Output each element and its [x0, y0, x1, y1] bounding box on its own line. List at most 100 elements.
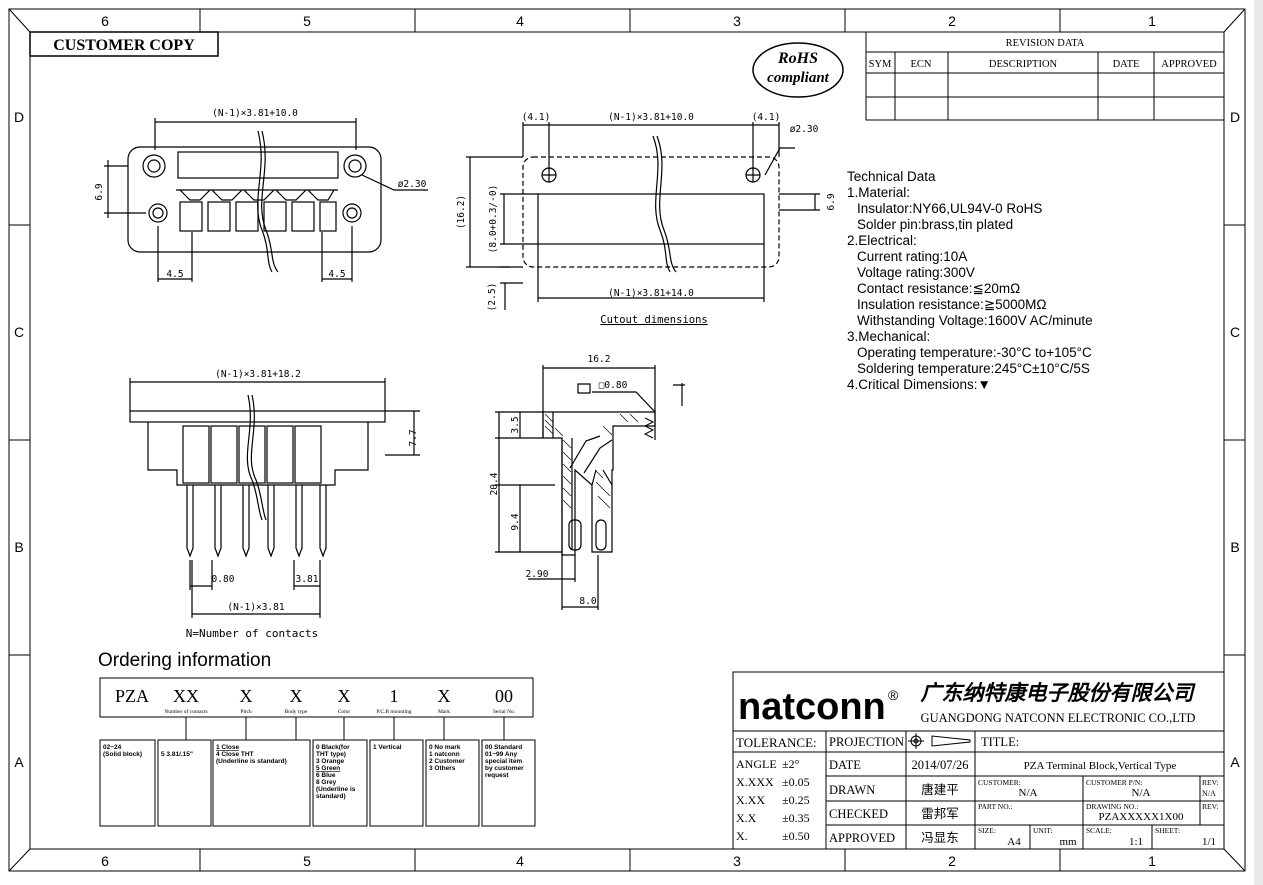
frame-row-left-1: D — [14, 109, 24, 125]
rohs-line2: compliant — [767, 70, 830, 86]
tech-line: Contact resistance:≦20mΩ — [857, 281, 1020, 296]
title-value: PZA Terminal Block,Vertical Type — [1024, 760, 1177, 772]
section-dim-square: □0.80 — [599, 380, 628, 391]
section-dim-width: 16.2 — [588, 354, 611, 365]
cutout-dim-bottom: (N-1)×3.81+14.0 — [608, 288, 694, 299]
ordering-code-mark: X — [438, 686, 451, 706]
ordering-code-body: X — [290, 686, 303, 706]
ordering-code-pitch: X — [240, 686, 253, 706]
tech-line: 4.Critical Dimensions:▼ — [847, 377, 991, 392]
side-dim-height: 7.7 — [408, 429, 419, 446]
customer-value: N/A — [1019, 787, 1038, 799]
checked-label: CHECKED — [829, 807, 888, 821]
vertical-scrollbar[interactable] — [1254, 0, 1263, 885]
frame-col-top-2: 5 — [303, 13, 311, 29]
ordering-option: standard) — [316, 793, 346, 800]
cutout-dim-top: (N-1)×3.81+10.0 — [608, 112, 694, 123]
tech-line: Soldering temperature:245°C±10°C/5S — [857, 361, 1090, 376]
tech-line: 2.Electrical: — [847, 233, 917, 248]
tolerance-label: X.X — [736, 811, 757, 825]
date-label: DATE — [829, 758, 861, 772]
front-view: (N-1)×3.81+10.0 6.9 ø2.30 4.5 4.5 — [94, 108, 428, 282]
sheet-label: SHEET: — [1155, 826, 1180, 835]
cutout-dim-top-right: (4.1) — [752, 112, 781, 123]
date-value: 2014/07/26 — [912, 758, 969, 772]
ordering-caption: Number of contacts — [164, 708, 207, 715]
tech-line: 1.Material: — [847, 185, 910, 200]
tech-line: Insulation resistance:≧5000MΩ — [857, 297, 1047, 312]
title-label: TITLE: — [981, 735, 1019, 749]
customer-pn-value: N/A — [1132, 787, 1151, 799]
ordering-caption: Body type — [285, 709, 308, 715]
revision-header-date: DATE — [1113, 59, 1140, 70]
part-no-label: PART NO.: — [978, 802, 1013, 811]
ordering-option: 01~99 Any — [485, 751, 517, 758]
frame-row-right-2: C — [1230, 324, 1240, 340]
front-dim-right: 4.5 — [328, 269, 345, 280]
tech-line: Technical Data — [847, 169, 936, 184]
frame-col-bottom-5: 2 — [948, 853, 956, 869]
ordering-code-serial: 00 — [495, 686, 513, 706]
frame-col-top-1: 6 — [101, 13, 109, 29]
section-view: 16.2 □0.80 3.5 20.4 9.4 2.90 8.0 — [489, 354, 685, 610]
ordering-code-color: X — [338, 686, 351, 706]
ordering-option: 8 Grey — [316, 779, 337, 786]
rev-value: N/A — [1202, 789, 1216, 798]
ordering-caption: P.C.B mounting — [377, 709, 412, 715]
ordering-option: (Underline is standard) — [216, 758, 287, 765]
company-name-cn: 广东纳特康电子股份有限公司 — [921, 681, 1197, 705]
drawn-label: DRAWN — [829, 783, 875, 797]
tolerance-label: X. — [736, 829, 748, 843]
tolerance-value: ±0.25 — [782, 793, 810, 807]
section-dim-d4: 2.90 — [526, 569, 549, 580]
cutout-dim-top-left: (4.1) — [522, 112, 551, 123]
revision-header-description: DESCRIPTION — [989, 59, 1058, 70]
ordering-caption: Serial No. — [493, 709, 516, 715]
approved-value: 冯显东 — [921, 831, 959, 845]
frame-row-left-3: B — [14, 539, 23, 555]
ordering-option: 3 Orange — [316, 758, 345, 765]
front-dim-height: 6.9 — [94, 183, 105, 200]
tech-line: Operating temperature:-30°C to+105°C — [857, 345, 1092, 360]
frame-col-top-5: 2 — [948, 13, 956, 29]
frame-row-right-4: A — [1230, 754, 1240, 770]
scale-value: 1:1 — [1129, 836, 1143, 848]
ordering-option: (Underline is — [316, 786, 356, 793]
approved-label: APPROVED — [829, 831, 895, 845]
revision-table: REVISION DATA SYM ECN DESCRIPTION DATE A… — [865, 31, 1225, 121]
ordering-option: 5 3.81/.15" — [161, 751, 193, 758]
frame-col-bottom-1: 6 — [101, 853, 109, 869]
projection-label: PROJECTION — [829, 735, 904, 749]
side-dim-pitch: 3.81 — [296, 574, 319, 585]
tech-line: Voltage rating:300V — [857, 265, 975, 280]
drawing-no-label: DRAWING NO.: — [1086, 802, 1138, 811]
ordering-option: 1 Close — [216, 744, 240, 751]
section-dim-d3: 9.4 — [510, 513, 521, 530]
cutout-dim-h4: (2.5) — [487, 283, 498, 312]
ordering-option: 3 Others — [429, 765, 456, 772]
title-block: natconn ® 广东纳特康电子股份有限公司 GUANGDONG NATCON… — [732, 671, 1225, 850]
ordering-code-prefix: PZA — [115, 686, 149, 706]
ordering-option: request — [485, 772, 509, 779]
tech-line: Insulator:NY66,UL94V-0 RoHS — [857, 201, 1042, 216]
tolerance-label: X.XXX — [736, 775, 774, 789]
section-dim-d2: 20.4 — [489, 472, 500, 495]
tolerance-label: X.XX — [736, 793, 765, 807]
ordering-option: 0 Black(for — [316, 744, 350, 751]
frame-col-top-4: 3 — [733, 13, 741, 29]
frame-col-bottom-6: 1 — [1148, 853, 1156, 869]
tolerance-value: ±0.50 — [782, 829, 810, 843]
ordering-option: 02~24 — [103, 744, 122, 751]
cutout-dim-h3: 6.9 — [826, 193, 837, 210]
ordering-code-mounting: 1 — [390, 686, 399, 706]
rohs-seal: RoHS compliant — [752, 42, 844, 98]
sheet-value: 1/1 — [1202, 836, 1216, 848]
revision-header-ecn: ECN — [911, 59, 932, 70]
tolerance-title: TOLERANCE: — [736, 735, 817, 750]
frame-row-right-1: D — [1230, 109, 1240, 125]
drawing-no-value: PZAXXXXX1X00 — [1099, 811, 1184, 823]
ordering-option: 2 Customer — [429, 758, 465, 765]
frame-row-right-3: B — [1230, 539, 1239, 555]
ordering-option: THT type) — [316, 751, 346, 758]
section-dim-d1: 3.5 — [510, 416, 521, 433]
